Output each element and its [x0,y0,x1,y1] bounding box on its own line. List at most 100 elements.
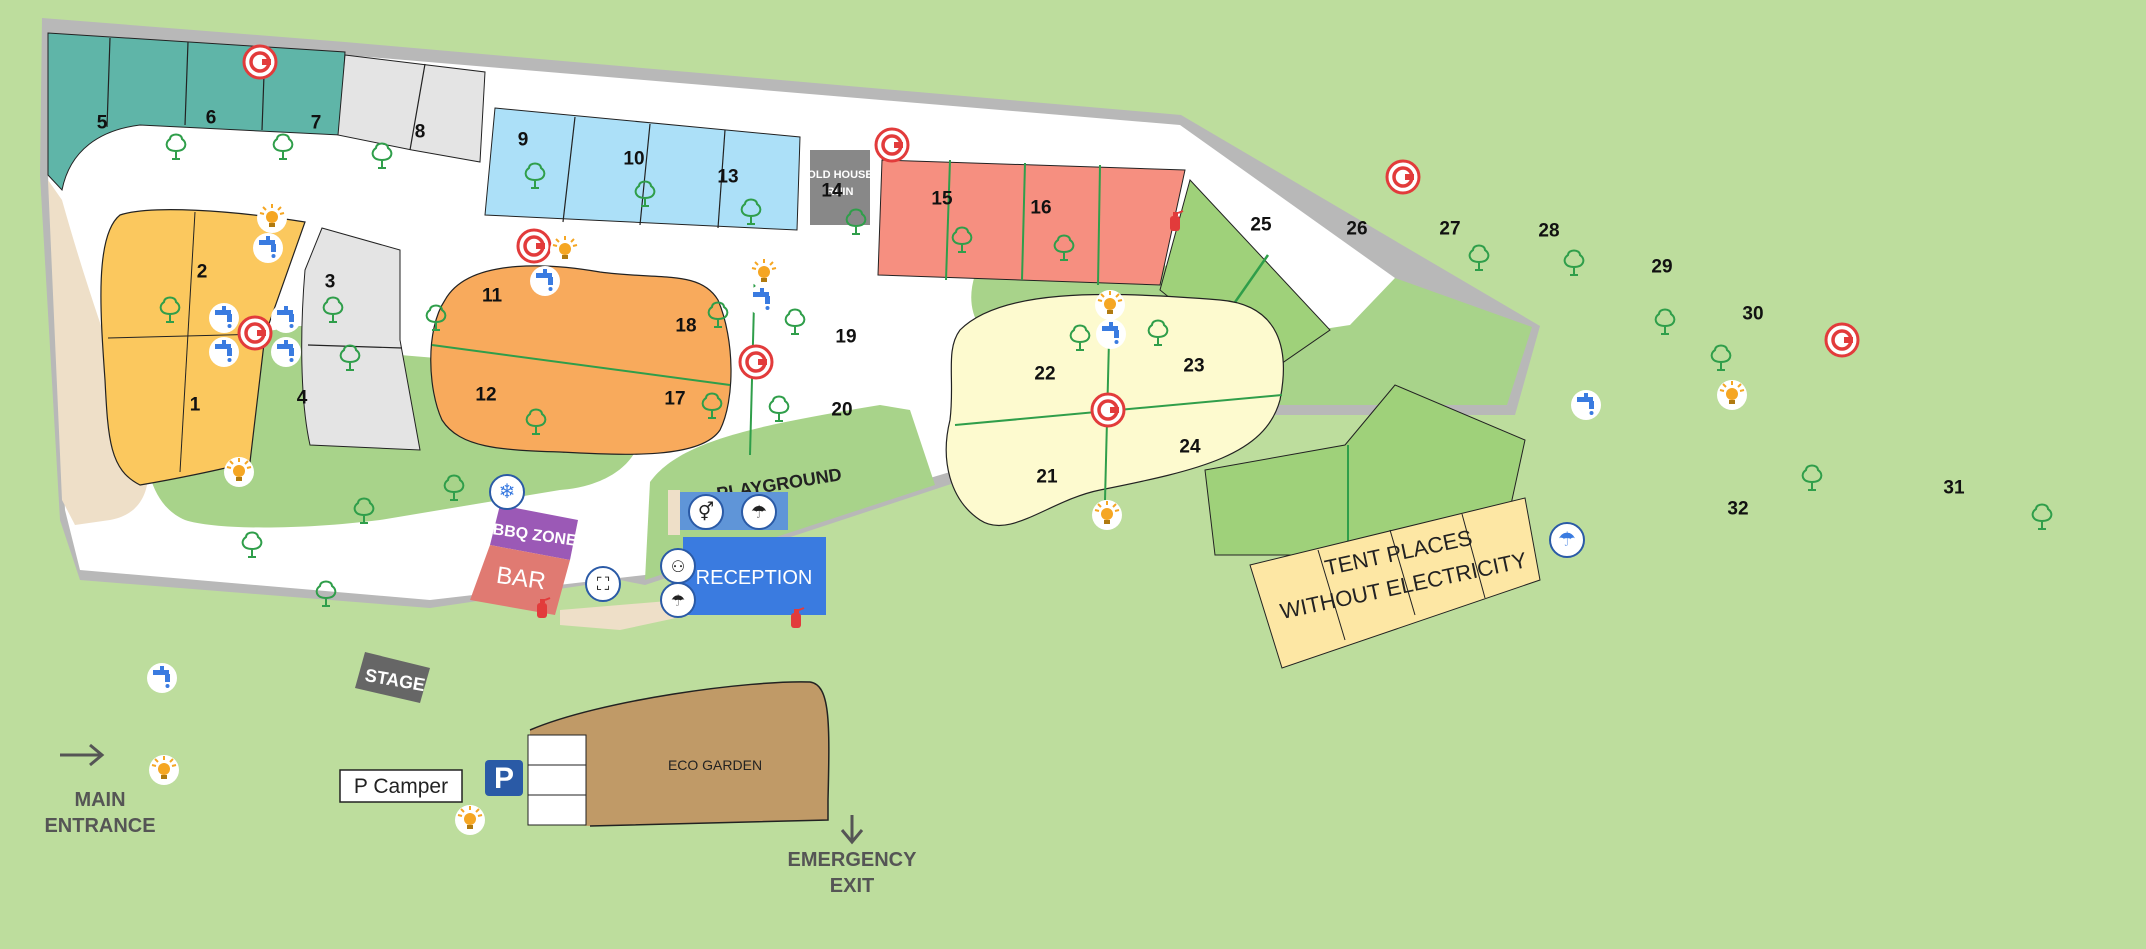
light-icon [1091,499,1123,531]
main-entrance-arrow [60,743,105,767]
binoculars-icon: ⛶ [585,566,621,602]
plot-10[interactable]: 10 [623,149,644,170]
svg-text:⚥: ⚥ [698,501,714,523]
plot-group-salmon [877,159,1186,286]
light-icon [148,754,180,786]
tree-icon [1801,464,1823,491]
plot-group-orange [430,265,756,456]
stage [355,652,430,703]
plot-20[interactable]: 20 [831,400,852,421]
plot-9[interactable]: 9 [518,130,529,151]
main-entrance-label-2: ENTRANCE [44,815,155,837]
plot-23[interactable]: 23 [1183,356,1204,377]
electric-hookup-icon [738,344,774,380]
plot-30[interactable]: 30 [1742,304,1763,325]
plot-16[interactable]: 16 [1030,198,1051,219]
svg-text:❄: ❄ [499,479,516,503]
tree-icon [1468,244,1490,271]
electric-hookup-icon [516,228,552,264]
water-tap-icon [209,303,239,333]
water-tap-icon [147,663,177,693]
light-icon [549,234,581,266]
shower-room-icon: ☂ [741,494,777,530]
light-icon [748,257,780,289]
water-tap-icon [1096,319,1126,349]
shower-icon: ☂ [660,582,696,618]
plot-7[interactable]: 7 [311,113,322,134]
plot-group-grey-north [337,54,486,163]
plot-15[interactable]: 15 [931,189,953,210]
plot-14[interactable]: 14 [821,181,843,202]
light-icon [454,804,486,836]
plot-21[interactable]: 21 [1036,467,1058,488]
svg-text:☂: ☂ [1558,527,1576,551]
water-tap-icon [209,337,239,367]
emergency-exit-label-2: EXIT [830,875,874,897]
light-icon [1716,379,1748,411]
family-room-icon: ⚇ [660,548,696,584]
plot-12[interactable]: 12 [475,385,496,406]
plot-27[interactable]: 27 [1439,219,1460,240]
electric-hookup-icon [1385,159,1421,195]
water-tap-icon [530,266,560,296]
emergency-exit-arrow [840,815,864,845]
reception-building [683,537,826,615]
svg-text:☂: ☂ [751,502,767,523]
tree-icon [1654,308,1676,335]
plot-32[interactable]: 32 [1727,499,1748,520]
plot-3[interactable]: 3 [325,272,336,293]
electric-hookup-icon [874,127,910,163]
electric-hookup-icon [1824,322,1860,358]
p-camper-label: P Camper [354,775,448,798]
water-tap-icon [271,337,301,367]
freezer-icon: ❄ [489,474,525,510]
plot-group-green-south [1204,384,1526,556]
svg-text:⚇: ⚇ [671,557,685,576]
water-tap-icon [253,233,283,263]
plot-13[interactable]: 13 [717,167,738,188]
parking-area [527,734,587,826]
light-icon [223,456,255,488]
tent-places-zone [1249,497,1541,669]
water-tap-icon [1571,390,1601,420]
old-house-ruin [810,150,870,225]
plot-17[interactable]: 17 [664,389,685,410]
plot-24[interactable]: 24 [1179,437,1201,458]
plot-26[interactable]: 26 [1346,219,1367,240]
light-icon [256,202,288,234]
svg-text:☂: ☂ [671,591,685,610]
tree-icon [2031,503,2053,530]
eco-garden [530,681,829,826]
toilets-icon: ⚥ [688,494,724,530]
plot-31[interactable]: 31 [1943,478,1965,499]
plot-6[interactable]: 6 [206,108,217,129]
plot-4[interactable]: 4 [297,388,308,409]
plot-2[interactable]: 2 [197,262,208,283]
plot-11[interactable]: 11 [482,286,503,307]
water-tap-icon [271,303,301,333]
plot-19[interactable]: 19 [835,327,856,348]
plot-28[interactable]: 28 [1538,221,1559,242]
plot-1[interactable]: 1 [190,395,201,416]
electric-hookup-icon [1090,392,1126,428]
old-house-ruin-label-2: RUIN [827,186,854,198]
main-entrance-label-1: MAIN [74,789,125,811]
outdoor-shower-icon: ☂ [1549,522,1585,558]
bbq-zone [490,505,578,560]
parking-symbol: P [494,762,514,795]
plot-8[interactable]: 8 [415,122,426,143]
emergency-exit-label-1: EMERGENCY [788,849,918,871]
svg-text:⛶: ⛶ [597,574,610,595]
plot-25[interactable]: 25 [1250,215,1272,236]
plot-29[interactable]: 29 [1651,257,1672,278]
plot-18[interactable]: 18 [675,316,696,337]
light-icon [1094,289,1126,321]
tree-icon [1563,249,1585,276]
bar-building [470,545,570,615]
plot-5[interactable]: 5 [97,113,108,134]
plot-22[interactable]: 22 [1034,364,1055,385]
electric-hookup-icon [242,44,278,80]
reception-label: RECEPTION [696,567,813,589]
electric-hookup-icon [237,315,273,351]
tree-icon [1710,344,1732,371]
